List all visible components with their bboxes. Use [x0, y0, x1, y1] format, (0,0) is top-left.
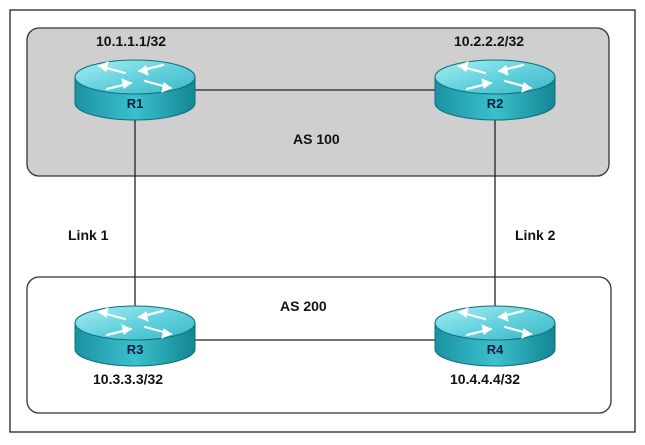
router-r3-label: R3 [126, 342, 144, 357]
router-r1-address: 10.1.1.1/32 [96, 33, 167, 49]
link-2-label: Link 2 [515, 227, 556, 243]
link-1-label: Link 1 [68, 227, 109, 243]
router-r4-address: 10.4.4.4/32 [450, 371, 521, 387]
router-r4-icon [433, 304, 557, 368]
router-r1-icon [73, 58, 197, 122]
router-r2-icon [433, 58, 557, 122]
as200-label: AS 200 [280, 298, 327, 314]
router-r2-label: R2 [486, 96, 504, 111]
router-r3-address: 10.3.3.3/32 [93, 371, 164, 387]
router-r4-label: R4 [486, 342, 504, 357]
router-r1-label: R1 [126, 96, 144, 111]
router-r2-address: 10.2.2.2/32 [454, 33, 525, 49]
as100-label: AS 100 [293, 131, 340, 147]
router-r3-icon [73, 304, 197, 368]
